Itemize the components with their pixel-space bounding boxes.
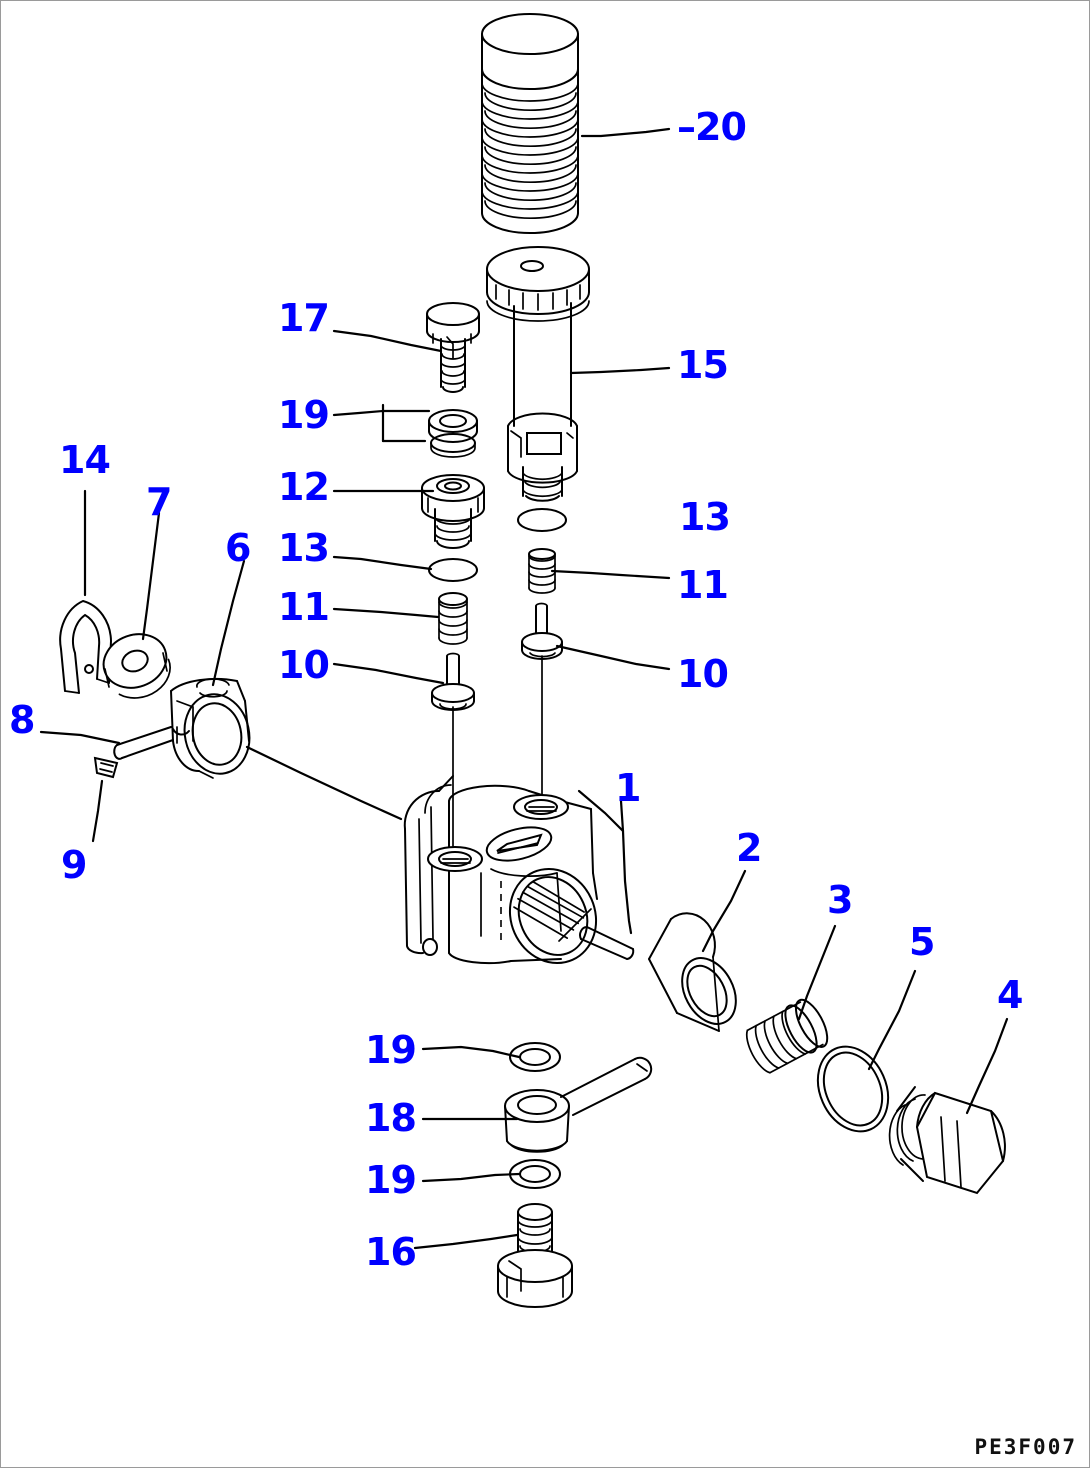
part-2-sleeve-bushing: [648, 912, 737, 1032]
callout-3: 3: [827, 878, 853, 922]
part-6-lever-collar: [170, 677, 251, 779]
callout-1: 1: [615, 766, 641, 810]
leader-7: [141, 511, 161, 641]
callout-12: 12: [278, 465, 330, 509]
callout-9: 9: [61, 843, 87, 887]
part-20-bellows-boot: [481, 13, 579, 234]
callout-7: 7: [146, 480, 172, 524]
callout-13-left: 13: [278, 526, 330, 570]
callout-14: 14: [59, 438, 111, 482]
part-7-spacer-washer: [102, 633, 171, 699]
part-3-spring: [745, 998, 829, 1074]
part-9-cotter-pin: [93, 756, 119, 779]
part-4-hex-plug: [888, 1086, 1006, 1195]
callout-10-left: 10: [278, 643, 330, 687]
callout-8: 8: [9, 698, 35, 742]
callout-19-lower: 19: [365, 1158, 417, 1202]
part-5-o-ring-seal: [816, 1045, 890, 1133]
leader-17: [332, 329, 443, 353]
part-11-spring-left: [438, 592, 468, 645]
part-16-banjo-bolt: [497, 1203, 573, 1308]
part-19-washer-upper: [428, 409, 478, 458]
leader-19-lower: [421, 1172, 521, 1183]
leader-1b: [577, 789, 625, 833]
callout-19-mid: 19: [365, 1028, 417, 1072]
part-18-banjo-elbow: [504, 1056, 653, 1153]
part-14-snap-ring: [59, 599, 113, 694]
leader-19-mid: [421, 1045, 521, 1059]
callout-2: 2: [736, 826, 762, 870]
leader-9: [91, 779, 104, 843]
callout-16: 16: [365, 1230, 417, 1274]
callout-15: 15: [677, 343, 729, 387]
leader-11-right: [550, 569, 671, 580]
leader-10-left: [332, 662, 445, 685]
part-15-knob-valve-stem: [486, 246, 590, 502]
callout-18: 18: [365, 1096, 417, 1140]
leader-11-left: [332, 607, 440, 619]
leader-8: [39, 730, 121, 745]
leader-5: [867, 969, 917, 1071]
callout-19-upper: 19: [278, 393, 330, 437]
leader-19-upper-bracket: [332, 403, 431, 443]
part-1-valve-body: [403, 775, 635, 965]
leader-15: [569, 366, 671, 375]
drawing-code: PE3F007: [974, 1435, 1077, 1459]
callout-6: 6: [225, 526, 251, 570]
part-10-poppet-left: [431, 652, 475, 862]
callout-20-label: 20: [695, 105, 747, 149]
part-10-poppet-right: [521, 602, 563, 797]
leader-2: [701, 869, 747, 953]
leader-13-left: [332, 555, 433, 571]
part-8-pivot-pin: [113, 726, 174, 760]
callout-5: 5: [909, 920, 935, 964]
part-17-hex-bolt: [426, 302, 480, 393]
callout-4: 4: [997, 973, 1023, 1017]
callout-20: –20: [677, 105, 747, 149]
callout-13-right: 13: [679, 495, 731, 539]
part-19-washer-mid: [509, 1042, 561, 1072]
leader-4: [965, 1017, 1009, 1115]
leader-10-right: [555, 644, 671, 671]
callout-11-left: 11: [278, 585, 330, 629]
leader-1: [619, 799, 633, 935]
callout-17: 17: [278, 296, 330, 340]
leader-3: [797, 924, 837, 1021]
leader-20: [580, 127, 671, 138]
callout-11-right: 11: [677, 563, 729, 607]
leader-6: [211, 559, 246, 687]
part-13-o-ring-right: [517, 508, 567, 532]
link-collar-to-body: [245, 745, 403, 821]
callout-20-dash: –: [677, 105, 696, 149]
leader-16: [413, 1233, 519, 1250]
part-11-spring-right: [528, 548, 556, 594]
callout-10-right: 10: [677, 652, 729, 696]
part-13-o-ring-left: [428, 558, 478, 582]
part-12-fitting-nut: [421, 474, 485, 549]
